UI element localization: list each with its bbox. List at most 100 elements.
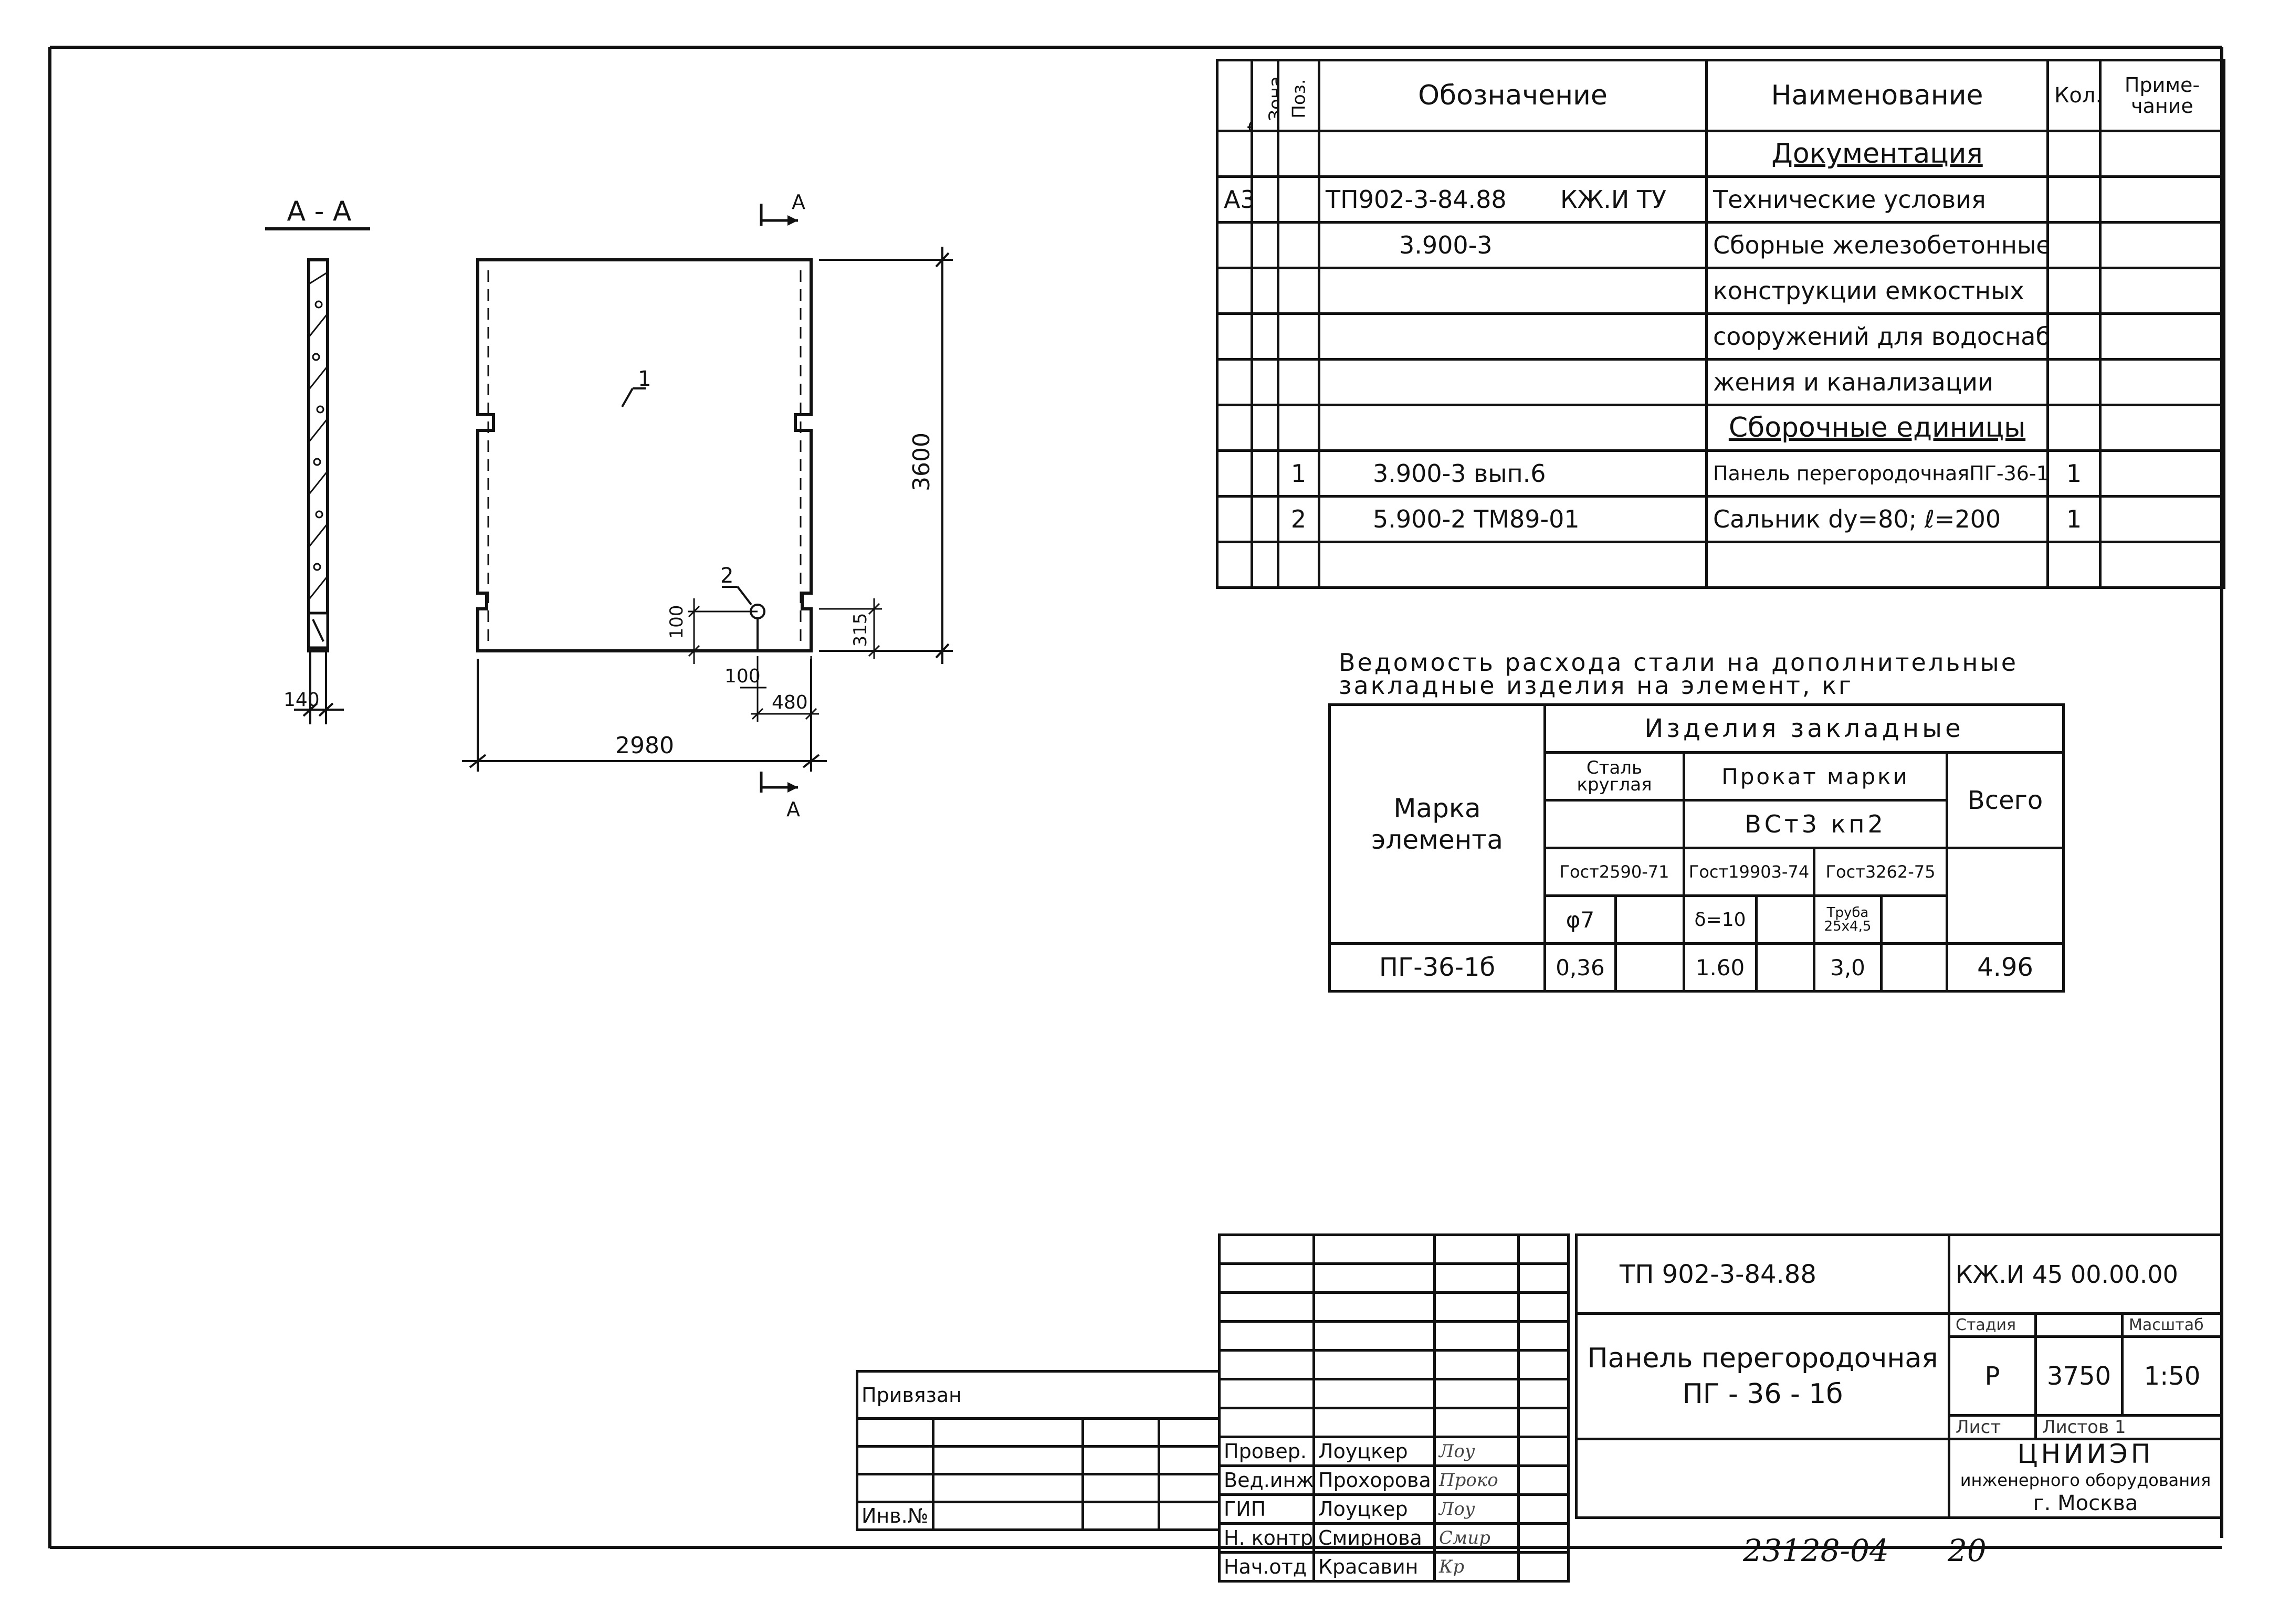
signer-name: Лоуцкер [1312, 1493, 1436, 1525]
org-city: г. Москва [2033, 1491, 2138, 1515]
steel-gost-2: Гост19903-74 [1683, 847, 1815, 897]
spec-row-units-section: Сборочные единицы [1216, 404, 2225, 452]
dim-gland-edge: 480 [772, 692, 808, 713]
spec-name: Сборные железобетонные [1705, 221, 2049, 269]
spec-item-pos: 2 [1277, 495, 1320, 543]
spec-item-row: 1 3.900-3 вып.6 Панель перегородочнаяПГ-… [1216, 449, 2225, 498]
dim-gland-offset: 100 [724, 666, 761, 687]
spec-section-units: Сборочные единицы [1705, 404, 2049, 452]
mass-value: 3750 [2034, 1335, 2124, 1417]
cut-mark-top: А [792, 191, 805, 214]
dim-gland-height: 100 [666, 605, 687, 639]
steel-header-items: Изделия закладные [1543, 703, 2065, 754]
section-label: А - А [287, 196, 352, 227]
spec-header-row: Формат Зона Поз. Обозначение Наименовани… [1216, 59, 2225, 132]
signer-signature: Лоу [1433, 1493, 1520, 1525]
drawing-title: Панель перегородочная ПГ - 36 - 1б [1575, 1312, 1950, 1440]
spec-item-name: Панель перегородочнаяПГ-36-1 [1705, 449, 2049, 498]
signer-name: Лоуцкер [1312, 1436, 1436, 1467]
archive-page: 20 [1948, 1533, 1987, 1568]
dim-gland-bottom: 315 [850, 613, 871, 647]
spec-item-designation: 3.900-3 вып.6 [1318, 449, 1708, 498]
steel-diameter: φ7 [1543, 894, 1617, 945]
signer-role: Н. контр. [1218, 1522, 1315, 1554]
spec-row-doc-section: Документация [1216, 130, 2225, 178]
inv-label: Инв.№ [856, 1501, 934, 1531]
spec-name: жения и канализации [1705, 358, 2049, 406]
signer-name: Красавин [1312, 1551, 1436, 1583]
steel-data-row: ПГ-36-1б 0,36 1.60 3,0 4.96 [1328, 942, 2065, 993]
callout-2: 2 [720, 564, 733, 588]
sheet-label: Лист [1948, 1414, 2037, 1440]
bound-label: Привязан [855, 1370, 1221, 1420]
steel-row-total: 4.96 [1945, 942, 2065, 993]
dim-thickness: 140 [283, 689, 320, 711]
signer-name: Прохорова [1312, 1464, 1436, 1496]
steel-header-grade: ВСт3 кп2 [1683, 799, 1948, 849]
spec-item-name: Сальник dу=80; ℓ=200 [1705, 495, 2049, 543]
stage-value: Р [1948, 1335, 2037, 1417]
spec-row: сооружений для водоснаб [1216, 312, 2225, 361]
signer-row: Провер. Лоуцкер Лоу [1218, 1436, 1570, 1467]
binding-block: Привязан Инв.№ [855, 1370, 1221, 1531]
spec-row: жения и канализации [1216, 358, 2225, 406]
signer-role: Провер. [1218, 1436, 1315, 1467]
signer-signature: Смир [1433, 1522, 1520, 1554]
signer-role: Нач.отд [1218, 1551, 1315, 1583]
spec-item-designation: 5.900-2 ТМ89-01 [1318, 495, 1708, 543]
spec-row: 3.900-3 Сборные железобетонные [1216, 221, 2225, 269]
steel-title-line-2: закладные изделия на элемент, кг [1339, 671, 1854, 700]
panel-view: 1 2 А А 2980 3600 [462, 191, 953, 821]
sheet-code: КЖ.И 45 00.00.00 [1948, 1233, 2223, 1315]
steel-row-brand: ПГ-36-1б [1328, 942, 1546, 993]
steel-header-rolled: Прокат марки [1683, 751, 1948, 802]
steel-consumption-table: Марка элемента Изделия закладные Сталь к… [1328, 703, 2065, 993]
org-name: ЦНИИЭП [2017, 1439, 2154, 1469]
signer-row: Нач.отд Красавин Кр [1218, 1551, 1570, 1583]
steel-title-line-1: Ведомость расхода стали на дополнительны… [1339, 648, 2019, 677]
spec-row: А3 ТП902-3-84.88 КЖ.И ТУ Технические усл… [1216, 175, 2225, 224]
spec-name: Технические условия [1705, 175, 2049, 224]
spec-item-row: 2 5.900-2 ТМ89-01 Сальник dу=80; ℓ=200 1 [1216, 495, 2225, 543]
stage-label: Стадия [1948, 1312, 2037, 1338]
spec-item-qty: 1 [2046, 449, 2102, 498]
steel-thickness: δ=10 [1683, 894, 1758, 945]
specification-table: Формат Зона Поз. Обозначение Наименовани… [1216, 59, 2225, 589]
steel-header-total: Всего [1945, 751, 2065, 849]
spec-name: сооружений для водоснаб [1705, 312, 2049, 361]
signer-role: ГИП [1218, 1493, 1315, 1525]
signer-signature: Кр [1433, 1551, 1520, 1583]
spec-designation: 3.900-3 [1318, 221, 1708, 269]
steel-table-title: Ведомость расхода стали на дополнительны… [1339, 648, 2074, 700]
drawing-title-line-2: ПГ - 36 - 1б [1682, 1378, 1843, 1410]
dim-width: 2980 [615, 732, 674, 759]
spec-section-documentation: Документация [1705, 130, 2049, 178]
organization: ЦНИИЭП инженерного оборудования г. Москв… [1948, 1438, 2223, 1519]
spec-item-pos: 1 [1277, 449, 1320, 498]
sheets-label: Листов 1 [2034, 1414, 2223, 1440]
signer-role: Вед.инж [1218, 1464, 1315, 1496]
org-subtitle: инженерного оборудования [1960, 1470, 2211, 1490]
spec-header-note: Приме- чание [2099, 59, 2225, 132]
spec-header-designation: Обозначение [1318, 59, 1708, 132]
spec-item-qty: 1 [2046, 495, 2102, 543]
steel-row-v3: 3,0 [1813, 942, 1883, 993]
dim-height: 3600 [908, 433, 935, 491]
scale-value: 1:50 [2121, 1335, 2223, 1417]
spec-header-pos: Поз. [1277, 59, 1320, 132]
spec-header-name: Наименование [1705, 59, 2049, 132]
spec-name: конструкции емкостных [1705, 267, 2049, 315]
title-block: ТП 902-3-84.88 КЖ.И 45 00.00.00 Панель п… [1575, 1233, 2223, 1519]
steel-gost-3: Гост3262-75 [1813, 847, 1948, 897]
signer-row: Н. контр. Смирнова Смир [1218, 1522, 1570, 1554]
spec-format: А3 [1216, 175, 1253, 224]
scale-label: Масштаб [2121, 1312, 2223, 1338]
steel-row-v2: 1.60 [1683, 942, 1758, 993]
spec-empty-row [1216, 541, 2225, 589]
drawing-title-line-1: Панель перегородочная [1587, 1343, 1938, 1374]
spec-designation: ТП902-3-84.88 КЖ.И ТУ [1318, 175, 1708, 224]
spec-row: конструкции емкостных [1216, 267, 2225, 315]
steel-pipe: Труба 25х4,5 [1813, 894, 1883, 945]
steel-gost-1: Гост2590-71 [1543, 847, 1685, 897]
